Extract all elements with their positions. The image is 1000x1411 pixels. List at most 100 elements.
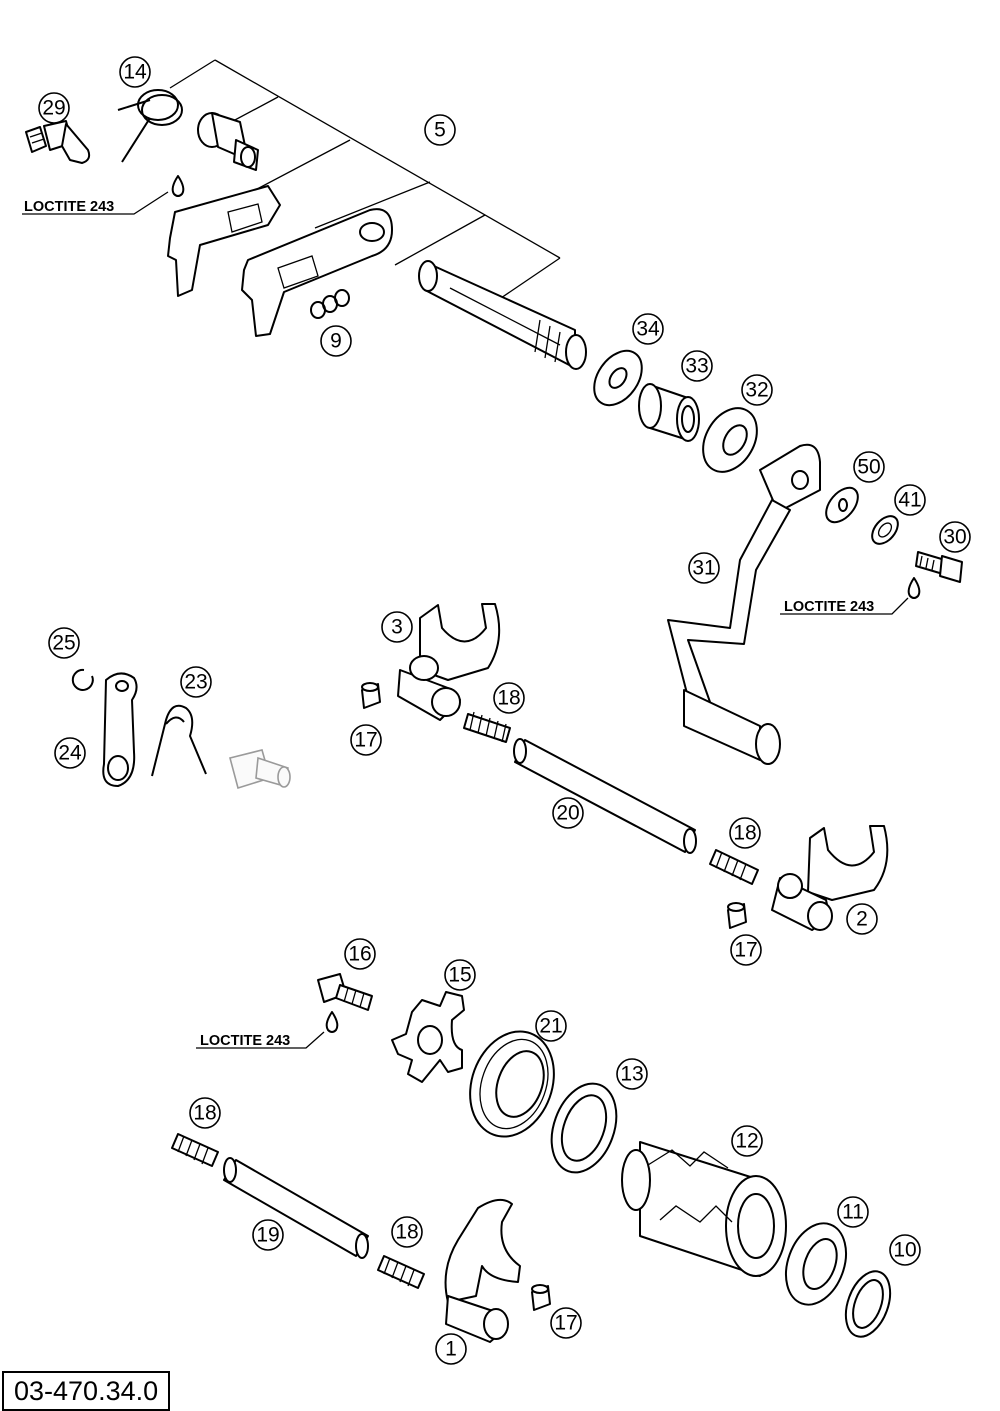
callout-17: 17: [730, 934, 762, 966]
ring-13-part: [550, 1082, 618, 1174]
svg-text:1: 1: [445, 1338, 457, 1361]
washers-part: [310, 289, 350, 319]
loctite-leader-lines: [22, 191, 909, 1049]
shift-shaft-part: [418, 260, 587, 370]
callout-24: 24: [54, 737, 86, 769]
shift-lever-part: [667, 443, 821, 765]
callout-18: 18: [729, 817, 761, 849]
svg-text:10: 10: [893, 1239, 916, 1262]
svg-text:41: 41: [898, 489, 921, 512]
callout-16: 16: [344, 938, 376, 970]
loctite-drop-icon: [171, 175, 185, 197]
svg-text:9: 9: [330, 330, 342, 353]
svg-text:50: 50: [857, 456, 880, 479]
callout-18: 18: [493, 682, 525, 714]
callout-32: 32: [741, 374, 773, 406]
svg-text:25: 25: [52, 632, 75, 655]
callout-17: 17: [550, 1307, 582, 1339]
callout-5: 5: [424, 114, 456, 146]
svg-text:30: 30: [943, 526, 966, 549]
svg-text:17: 17: [734, 939, 757, 962]
part-5-leader-lines: [169, 59, 561, 301]
bolt-16-part: [317, 973, 373, 1011]
svg-text:18: 18: [497, 687, 520, 710]
shift-plate-small-part: [167, 185, 281, 297]
shift-fork-3-part: [397, 603, 501, 721]
stud-bolt-part: [25, 120, 91, 164]
svg-text:18: 18: [193, 1102, 216, 1125]
callout-1: 1: [435, 1333, 467, 1365]
pawl-spring-part: [151, 704, 207, 777]
shift-fork-2-part: [771, 825, 889, 931]
ring-10-part: [844, 1270, 892, 1338]
svg-text:17: 17: [354, 729, 377, 752]
washer-34-part: [593, 349, 643, 407]
callout-33: 33: [681, 350, 713, 382]
callout-18: 18: [189, 1097, 221, 1129]
bolt-30-part: [915, 551, 963, 583]
svg-text:15: 15: [448, 964, 471, 987]
compression-spring-part: [377, 1255, 425, 1289]
svg-text:16: 16: [348, 943, 371, 966]
callout-25: 25: [48, 627, 80, 659]
callout-2: 2: [846, 903, 878, 935]
svg-text:29: 29: [42, 97, 65, 120]
callout-23: 23: [180, 666, 212, 698]
svg-text:31: 31: [692, 557, 715, 580]
loctite-drop-icon: [325, 1011, 339, 1033]
loctite-label: LOCTITE 243: [200, 1033, 290, 1049]
drawing-code-label: 03-470.34.0: [2, 1371, 171, 1411]
compression-spring-part: [709, 849, 759, 885]
circlip-part: [71, 668, 94, 691]
callout-10: 10: [889, 1234, 921, 1266]
callout-19: 19: [252, 1219, 284, 1251]
callout-50: 50: [853, 451, 885, 483]
svg-text:18: 18: [733, 822, 756, 845]
svg-text:23: 23: [184, 671, 207, 694]
svg-text:34: 34: [636, 318, 660, 341]
torsion-spring-part: [117, 89, 183, 163]
compression-spring-part: [463, 711, 511, 743]
svg-text:20: 20: [556, 802, 579, 825]
pawl-bolt-faded-part: [229, 749, 291, 790]
callout-9: 9: [320, 325, 352, 357]
lock-washer-part: [871, 515, 899, 545]
callout-12: 12: [731, 1125, 763, 1157]
svg-text:5: 5: [434, 119, 446, 142]
shift-rod-20-part: [513, 738, 697, 854]
svg-text:21: 21: [539, 1015, 562, 1038]
guide-pin-part: [361, 682, 381, 709]
svg-text:33: 33: [685, 355, 708, 378]
svg-text:17: 17: [554, 1312, 577, 1335]
callout-15: 15: [444, 959, 476, 991]
svg-text:14: 14: [123, 61, 147, 84]
callout-14: 14: [119, 56, 151, 88]
bearing-21-part: [469, 1030, 555, 1138]
bearing-11-part: [785, 1222, 847, 1306]
callout-29: 29: [38, 92, 70, 124]
callout-13: 13: [616, 1058, 648, 1090]
shoulder-bolt-part: [197, 112, 259, 171]
callout-31: 31: [688, 552, 720, 584]
seal-ring-part: [702, 407, 758, 473]
loctite-label: LOCTITE 243: [24, 199, 114, 215]
shift-drum-part: [621, 1141, 787, 1277]
svg-text:2: 2: [856, 908, 868, 931]
guide-pin-part: [531, 1284, 551, 1311]
shift-plate-large-part: [241, 208, 393, 337]
callout-3: 3: [381, 611, 413, 643]
svg-text:3: 3: [391, 616, 403, 639]
callout-30: 30: [939, 521, 971, 553]
callout-21: 21: [535, 1010, 567, 1042]
svg-text:32: 32: [745, 379, 768, 402]
svg-text:12: 12: [735, 1130, 758, 1153]
guide-pin-part: [727, 902, 747, 929]
svg-text:24: 24: [58, 742, 82, 765]
shift-fork-1-part: [444, 1198, 521, 1343]
loctite-label: LOCTITE 243: [784, 599, 874, 615]
callout-11: 11: [837, 1196, 869, 1228]
svg-text:13: 13: [620, 1063, 643, 1086]
svg-text:19: 19: [256, 1224, 279, 1247]
shift-pawl-part: [102, 672, 138, 787]
